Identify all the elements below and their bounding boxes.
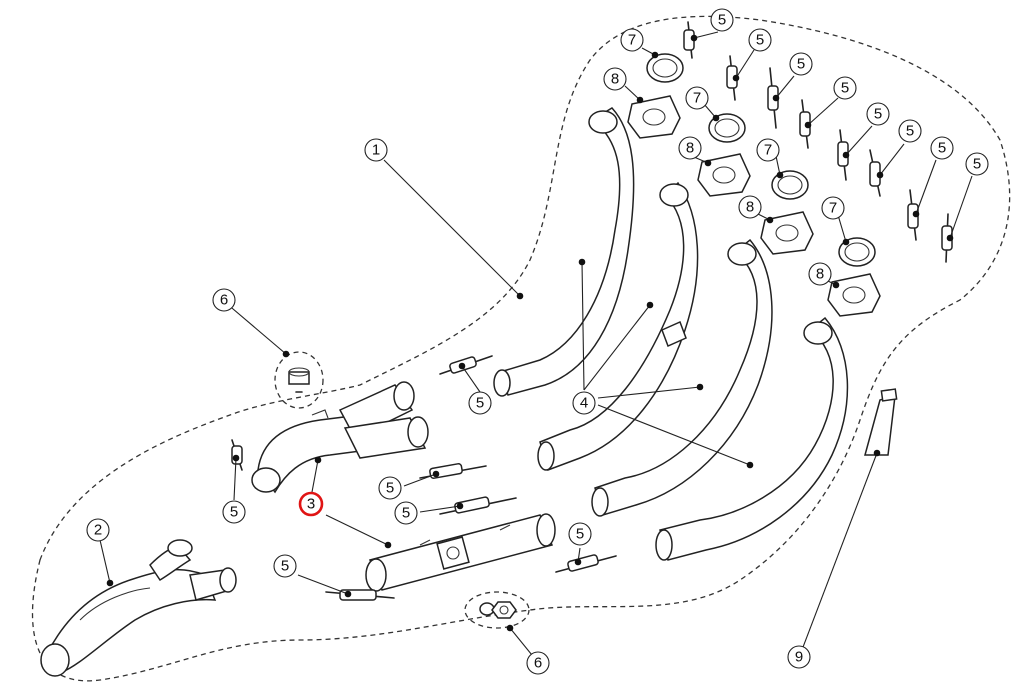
svg-text:5: 5 <box>281 558 289 575</box>
svg-text:9: 9 <box>795 649 803 666</box>
callout-2: 2 <box>86 518 110 542</box>
svg-text:5: 5 <box>906 123 914 140</box>
svg-text:5: 5 <box>874 106 882 123</box>
callout-5-n: 5 <box>273 554 297 578</box>
svg-text:8: 8 <box>611 71 619 88</box>
callout-6-nut: 6 <box>526 651 550 675</box>
svg-text:7: 7 <box>764 142 772 159</box>
header-pipes-part-4 <box>493 107 849 561</box>
callout-5-l: 5 <box>394 501 418 525</box>
callouts: 1 2 3 4 6 6 9 7 7 7 7 8 8 8 8 5 5 5 5 5 … <box>86 8 989 675</box>
kit-outline <box>32 15 1011 682</box>
svg-text:3: 3 <box>307 496 315 513</box>
callout-8-a: 8 <box>603 67 627 91</box>
svg-text:4: 4 <box>580 395 588 412</box>
svg-text:1: 1 <box>372 142 380 159</box>
svg-text:8: 8 <box>686 140 694 157</box>
callout-5-j: 5 <box>222 500 246 524</box>
svg-text:8: 8 <box>746 199 754 216</box>
callout-7-b: 7 <box>685 86 709 110</box>
callout-8-c: 8 <box>738 195 762 219</box>
leader-lines <box>99 31 973 661</box>
svg-text:5: 5 <box>797 56 805 73</box>
callout-4: 4 <box>572 391 596 415</box>
callout-5-h: 5 <box>965 152 989 176</box>
svg-text:5: 5 <box>938 140 946 157</box>
link-pipe-part-2 <box>40 539 237 677</box>
callout-9: 9 <box>787 645 811 669</box>
svg-text:5: 5 <box>756 32 764 49</box>
svg-text:5: 5 <box>386 480 394 497</box>
callout-7-a: 7 <box>620 28 644 52</box>
svg-text:5: 5 <box>718 12 726 29</box>
callout-5-a: 5 <box>710 8 734 32</box>
callout-1: 1 <box>364 138 388 162</box>
callout-7-c: 7 <box>756 138 780 162</box>
svg-text:7: 7 <box>628 32 636 49</box>
callout-5-d: 5 <box>833 76 857 100</box>
svg-text:5: 5 <box>402 505 410 522</box>
straight-tube <box>365 513 556 592</box>
svg-text:5: 5 <box>973 156 981 173</box>
sealant-tube-part-9 <box>864 388 898 456</box>
callout-5-i: 5 <box>468 391 492 415</box>
callout-5-c: 5 <box>789 52 813 76</box>
callout-5-b: 5 <box>748 28 772 52</box>
svg-text:7: 7 <box>693 90 701 107</box>
callout-6-bolt: 6 <box>212 288 236 312</box>
flanges-part-8 <box>627 95 881 317</box>
mid-pipe-part-3 <box>251 381 429 494</box>
callout-5-g: 5 <box>930 136 954 160</box>
svg-text:7: 7 <box>829 200 837 217</box>
svg-text:5: 5 <box>841 80 849 97</box>
callout-5-m: 5 <box>568 522 592 546</box>
callout-5-k: 5 <box>378 476 402 500</box>
nut-group-outline <box>464 591 530 629</box>
callout-5-e: 5 <box>866 102 890 126</box>
bolt-part-6 <box>288 367 310 393</box>
svg-text:6: 6 <box>220 292 228 309</box>
svg-text:6: 6 <box>534 655 542 672</box>
svg-text:5: 5 <box>230 504 238 521</box>
svg-text:5: 5 <box>576 526 584 543</box>
callout-8-b: 8 <box>678 136 702 160</box>
callout-7-d: 7 <box>821 196 845 220</box>
bolt-group-outline <box>274 351 324 409</box>
svg-text:2: 2 <box>94 522 102 539</box>
callout-8-d: 8 <box>808 262 832 286</box>
nut-part-6 <box>479 601 517 619</box>
svg-text:8: 8 <box>816 266 824 283</box>
svg-text:5: 5 <box>476 395 484 412</box>
callout-3-highlighted: 3 <box>298 491 324 517</box>
callout-5-f: 5 <box>898 119 922 143</box>
